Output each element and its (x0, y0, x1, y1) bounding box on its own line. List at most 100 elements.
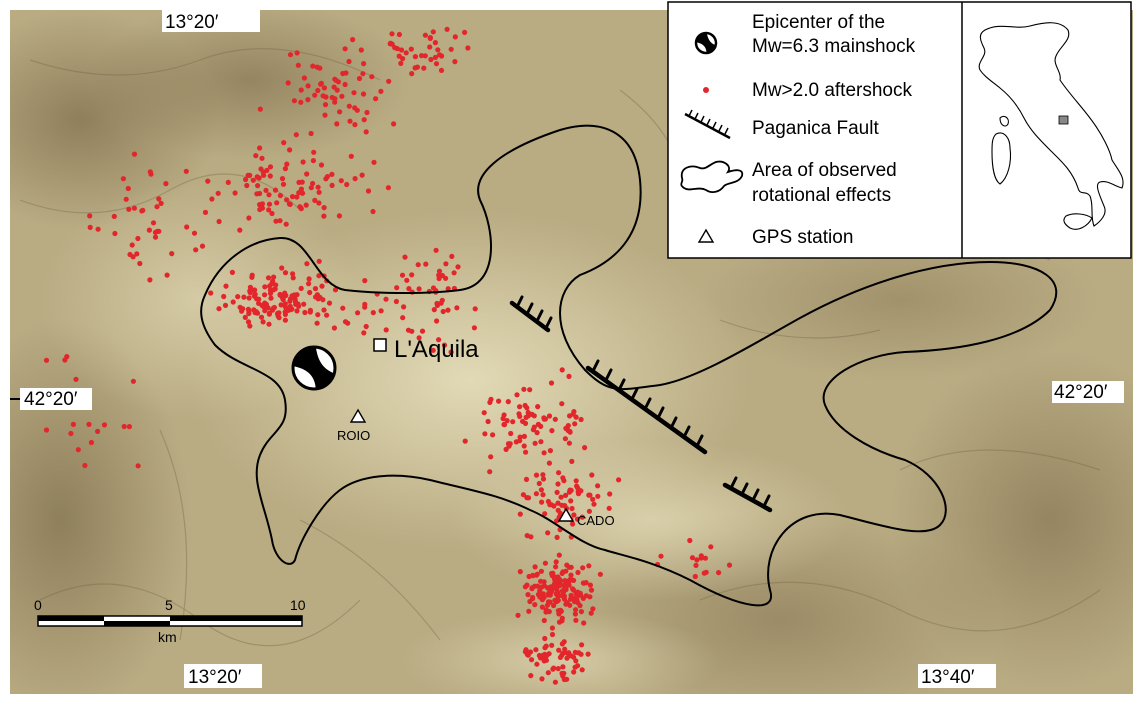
aftershock-dot (140, 207, 146, 213)
aftershock-dot (322, 102, 329, 108)
aftershock-dot (208, 290, 214, 296)
aftershock-dot (290, 275, 296, 281)
aftershock-dot (566, 582, 572, 588)
aftershock-dot (532, 440, 538, 446)
aftershock-dot (315, 296, 321, 302)
aftershock-dot (266, 321, 272, 327)
aftershock-dot (521, 443, 527, 449)
aftershock-dot (360, 91, 367, 97)
aftershock-dot (439, 297, 445, 303)
aftershock-dot (524, 651, 530, 658)
aftershock-dot (462, 438, 468, 444)
aftershock-dot (508, 430, 514, 437)
aftershock-dot (193, 247, 199, 253)
aftershock-dot (588, 610, 594, 616)
aftershock-dot (304, 171, 310, 177)
aftershock-dot (514, 392, 520, 398)
legend-mainshock-icon (694, 31, 718, 55)
aftershock-dot (531, 424, 537, 430)
aftershock-dot (566, 440, 573, 446)
aftershock-dot (331, 325, 337, 331)
aftershock-dot (329, 182, 335, 188)
aftershock-dot (321, 205, 327, 211)
aftershock-dot (505, 399, 511, 405)
aftershock-dot (517, 413, 523, 419)
rotational-effects-area (200, 124, 1058, 607)
aftershock-dot (430, 285, 437, 291)
aftershock-dot (444, 26, 450, 32)
aftershock-dot (402, 254, 408, 260)
aftershock-dot (546, 651, 552, 657)
aftershock-dot (523, 647, 529, 653)
aftershock-dot (361, 330, 367, 336)
aftershock-dot (216, 218, 222, 225)
aftershock-dot (448, 349, 454, 355)
aftershock-dot (586, 508, 593, 514)
aftershock-dot (726, 562, 733, 568)
aftershock-dot (451, 270, 457, 276)
aftershock-dot (282, 270, 289, 276)
aftershock-dot (396, 53, 402, 59)
aftershock-dot (383, 327, 389, 333)
aftershock-dot (561, 650, 568, 656)
aftershock-dot (572, 421, 578, 427)
aftershock-dot (352, 176, 358, 182)
aftershock-dot (488, 454, 494, 460)
aftershock-dot (314, 320, 320, 326)
aftershock-dot (555, 608, 562, 614)
aftershock-dot (291, 98, 297, 104)
aftershock-dot (586, 563, 592, 569)
legend-area-line1: Area of observed (752, 160, 897, 181)
aftershock-dot (573, 414, 579, 420)
aftershock-dot (362, 278, 368, 284)
aftershock-dot (307, 289, 313, 296)
aftershock-dot (262, 308, 268, 314)
aftershock-dot (575, 569, 581, 576)
aftershock-dot (135, 235, 141, 242)
aftershock-dot (558, 494, 564, 500)
aftershock-dot (191, 230, 198, 236)
aftershock-dot (150, 220, 157, 226)
aftershock-dot (428, 56, 434, 63)
aftershock-dot (415, 262, 421, 268)
aftershock-dot (266, 207, 272, 213)
aftershock-dot (541, 450, 547, 456)
aftershock-dot (232, 190, 238, 196)
aftershock-dot (441, 342, 448, 348)
aftershock-dot (364, 109, 370, 116)
station-label-cado: CADO (577, 513, 615, 528)
aftershock-dot (517, 404, 523, 410)
aftershock-dot (569, 458, 575, 464)
aftershock-dot (408, 46, 414, 52)
aftershock-dot (565, 423, 571, 429)
aftershock-dot (339, 93, 345, 99)
aftershock-dot (533, 472, 540, 478)
aftershock-dot (547, 502, 553, 508)
aftershock-dot (534, 430, 540, 436)
aftershock-dot (431, 307, 437, 313)
aftershock-dot (541, 415, 547, 421)
scale-tick-0: 0 (34, 597, 42, 613)
aftershock-dot (281, 140, 287, 146)
aftershock-dot (334, 121, 340, 127)
aftershock-dot (378, 308, 384, 314)
aftershock-dot (549, 428, 555, 434)
aftershock-dot (273, 282, 279, 288)
aftershock-dot (137, 260, 143, 267)
aftershock-dot (229, 269, 235, 275)
aftershock-dot (300, 190, 306, 196)
aftershock-dot (540, 492, 546, 498)
aftershock-dot (465, 45, 471, 51)
aftershock-dot (433, 61, 440, 67)
aftershock-dot (268, 295, 274, 301)
aftershock-dot (266, 201, 273, 207)
aftershock-dot (130, 254, 136, 260)
aftershock-dot (542, 656, 548, 663)
aftershock-dot (571, 512, 577, 518)
aftershock-dot (520, 492, 527, 498)
aftershock-dot (294, 50, 300, 56)
aftershock-dot (556, 576, 563, 583)
aftershock-dot (301, 75, 307, 81)
aftershock-dot (237, 227, 243, 233)
aftershock-dot (565, 651, 572, 657)
